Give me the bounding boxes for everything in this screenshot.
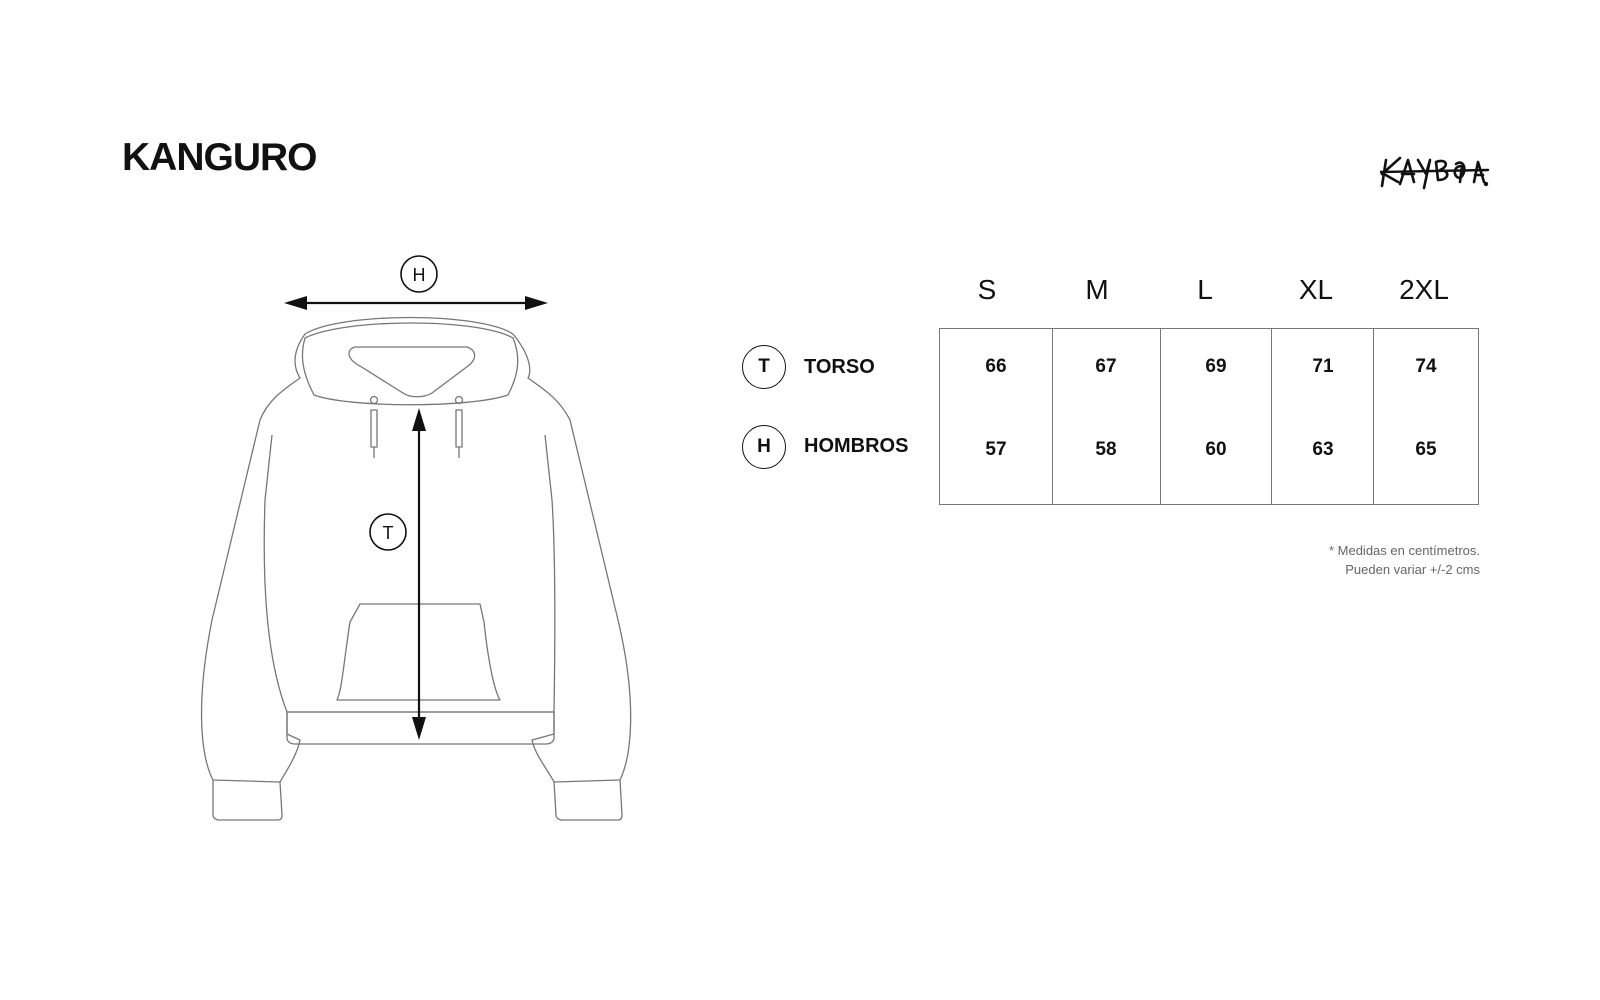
note-line-2: Pueden variar +/-2 cms [1345,562,1480,577]
table-cell: 66 [985,356,1007,377]
hoodie-diagram: H T [200,255,632,821]
length-arrow [412,408,426,740]
table-divider [1373,329,1374,504]
table-cell: 65 [1415,439,1437,460]
table-cell: 58 [1095,439,1117,460]
table-divider [1052,329,1053,504]
table-cell: 57 [985,439,1007,460]
row-badge-torso: T [742,345,786,389]
table-cell: 71 [1312,356,1334,377]
table-divider [1271,329,1272,504]
size-header-xl: XL [1298,274,1334,305]
table-cell: 67 [1095,356,1117,377]
table-cell: 63 [1312,439,1334,460]
size-header-l: L [1197,274,1213,305]
table-divider [1160,329,1161,504]
length-marker-badge: T [369,513,407,551]
row-label-shoulders: HOMBROS [804,435,909,457]
width-arrow [284,296,548,310]
row-label-torso: TORSO [804,356,875,378]
table-cell: 74 [1415,356,1437,377]
hoodie-outline [200,316,632,821]
table-cell: 69 [1205,356,1227,377]
table-cell: 60 [1205,439,1227,460]
note-line-1: * Medidas en centímetros. [1328,543,1480,558]
size-header-2xl: 2XL [1399,274,1449,305]
measurement-note: * Medidas en centímetros. Pueden variar … [1329,541,1480,579]
brand-logo-signature [1380,156,1490,190]
svg-text:H: H [413,265,426,285]
width-marker-badge: H [400,255,438,293]
size-table: 66 67 69 71 74 57 58 60 63 65 [939,328,1479,505]
page-title: KANGURO [122,136,317,179]
size-header-m: M [1085,274,1109,305]
size-header-s: S [977,274,997,305]
svg-text:T: T [383,523,394,543]
row-badge-shoulders: H [742,425,786,469]
